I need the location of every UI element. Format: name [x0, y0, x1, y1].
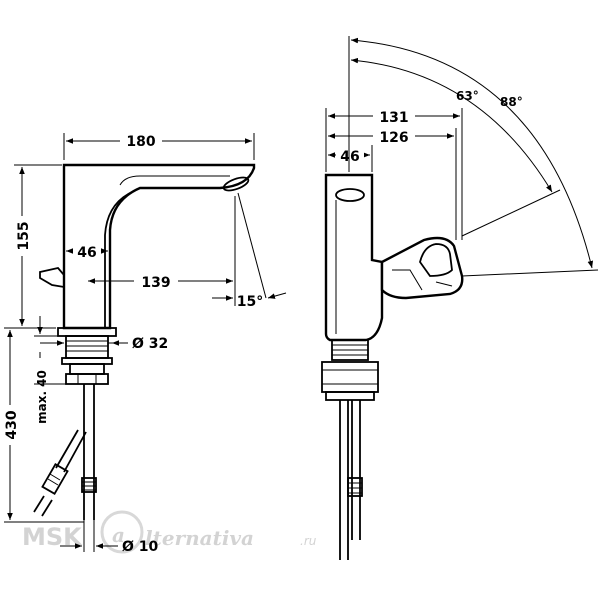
watermark-suffix-text: .ru	[300, 534, 317, 548]
width-180-label: 180	[126, 134, 155, 150]
watermark-left-text: MSK	[22, 523, 83, 551]
lever-131-label: 131	[379, 110, 408, 126]
dimension-155: 155	[13, 164, 62, 329]
dimension-diameter-32: Ø 32	[40, 336, 168, 352]
side-spout-highlight	[119, 175, 230, 186]
front-view: 131 126 46 63° 88°	[321, 36, 599, 560]
dimension-46-side: 46	[66, 242, 108, 261]
side-thread-shank	[61, 335, 113, 385]
body-depth-46-label: 46	[77, 245, 96, 261]
side-faucet-body	[62, 163, 256, 330]
dimension-15-degree: 15°	[212, 192, 287, 310]
side-aerator	[222, 176, 250, 192]
side-supply-hose	[81, 384, 97, 520]
watermark-logo-a: a	[112, 523, 125, 547]
reach-139-label: 139	[141, 275, 170, 291]
watermark: MSK a lternativa .ru	[22, 510, 317, 554]
hose-diameter-10-label: Ø 10	[122, 539, 159, 555]
side-view: 180 155 46 139 15°	[1, 130, 287, 555]
side-popup-lever	[39, 267, 65, 289]
angle-63-label: 63°	[456, 89, 479, 103]
watermark-logo-circle	[100, 510, 144, 554]
side-drain-rod	[33, 429, 87, 517]
dimension-180: 180	[63, 130, 255, 160]
front-supply-hoses	[339, 400, 363, 560]
front-thread-shank	[321, 339, 379, 401]
overall-height-430-label: 430	[4, 410, 20, 439]
lever-126-label: 126	[379, 130, 408, 146]
dimension-430: 430	[1, 327, 84, 523]
angle-63-reference-line	[461, 189, 561, 237]
dimension-max-40: max. 40	[34, 316, 66, 424]
clamp-max-40-label: max. 40	[35, 370, 49, 424]
watermark-right-text: lternativa	[145, 526, 254, 550]
front-lever-handle	[380, 236, 464, 300]
front-faucet-body	[324, 173, 384, 342]
dimension-46-front: 46	[328, 145, 373, 172]
thread-diameter-32-label: Ø 32	[132, 336, 168, 352]
dimension-139: 139	[88, 196, 236, 306]
height-155-label: 155	[16, 221, 32, 250]
angle-88-label: 88°	[500, 95, 523, 109]
dimension-diameter-10: Ø 10	[60, 520, 159, 555]
dimension-88-degree: 88°	[350, 37, 594, 269]
side-body-inner-line	[104, 192, 131, 328]
angle-88-reference-line	[461, 269, 599, 277]
body-width-46-label: 46	[340, 149, 359, 165]
spout-angle-15-label: 15°	[237, 294, 263, 310]
